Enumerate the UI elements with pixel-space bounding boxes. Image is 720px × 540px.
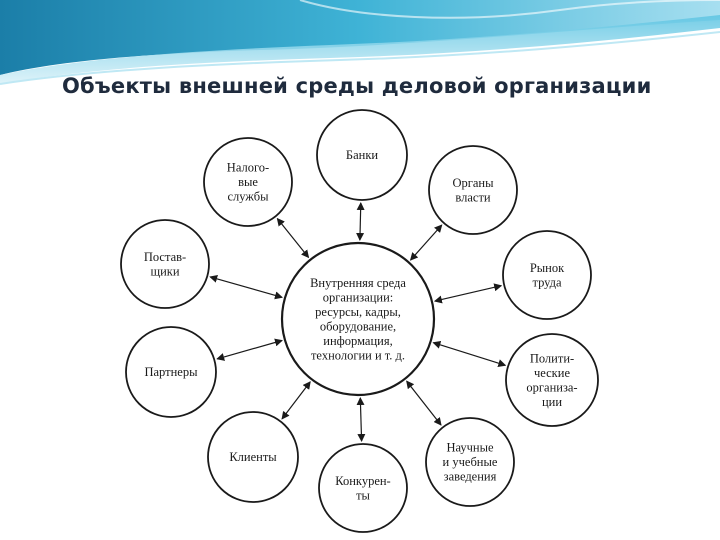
node-suppliers: Постав-щики: [120, 219, 210, 309]
svg-text:Клиенты: Клиенты: [229, 450, 277, 464]
node-label-line: и учебные: [443, 455, 498, 469]
arrow-suppliers: [209, 274, 283, 300]
node-label-line: организа-: [526, 380, 577, 394]
node-circle: [316, 109, 408, 201]
node-label-line: щики: [150, 264, 179, 278]
node-label-line: вые: [238, 175, 258, 189]
node-label-line: Рынок: [530, 261, 565, 275]
node-label-line: оборудование,: [320, 319, 396, 333]
node-circle: [318, 443, 408, 533]
arrow-authorities: [409, 224, 443, 261]
node-label-line: Конкурен-: [335, 474, 390, 488]
arrow-political-orgs: [432, 340, 507, 368]
node-label-line: заведения: [444, 470, 497, 484]
node-circle: [125, 326, 217, 418]
arrow-partners: [216, 338, 283, 361]
node-label-line: информация,: [323, 334, 392, 348]
svg-text:Партнеры: Партнеры: [144, 365, 198, 379]
node-label-line: Клиенты: [229, 450, 277, 464]
svg-text:Конкурен-ты: Конкурен-ты: [335, 474, 390, 503]
arrow-labor-market: [433, 283, 503, 304]
center-circle: [280, 241, 436, 397]
node-circle: [207, 411, 299, 503]
node-label-line: Полити-: [530, 351, 574, 365]
node-circle: [505, 333, 599, 427]
node-label-line: Партнеры: [144, 365, 198, 379]
node-circle: [425, 417, 515, 507]
node-label-line: власти: [455, 190, 491, 204]
arrow-tax-services: [276, 217, 310, 259]
node-label-line: ческие: [534, 366, 570, 380]
node-label-line: технологии и т. д.: [311, 348, 405, 362]
node-banks: Банки: [316, 109, 408, 201]
node-circle: [502, 230, 592, 320]
arrow-competitors: [356, 397, 366, 442]
svg-text:Постав-щики: Постав-щики: [144, 250, 186, 279]
node-label-line: Внутренняя среда: [310, 276, 406, 290]
node-circle: [203, 137, 293, 227]
node-label-line: Постав-: [144, 250, 186, 264]
node-label-line: Налого-: [227, 161, 269, 175]
svg-text:Банки: Банки: [346, 148, 378, 162]
connector-arrows: [209, 202, 507, 442]
node-label-line: Органы: [452, 176, 494, 190]
node-label-line: труда: [532, 275, 562, 289]
arrow-banks: [356, 202, 365, 241]
node-label-line: ресурсы, кадры,: [315, 305, 401, 319]
node-label-line: Банки: [346, 148, 378, 162]
node-partners: Партнеры: [125, 326, 217, 418]
slide-title: Объекты внешней среды деловой организаци…: [62, 74, 652, 98]
node-competitors: Конкурен-ты: [318, 443, 408, 533]
header-wave-decoration: [0, 0, 720, 85]
node-circle: [120, 219, 210, 309]
node-label-line: службы: [227, 190, 269, 204]
node-label-line: Научные: [446, 441, 494, 455]
arrow-education: [406, 380, 442, 426]
node-clients: Клиенты: [207, 411, 299, 503]
node-circle: [428, 145, 518, 235]
node-label-line: организации:: [323, 290, 394, 304]
arrow-clients: [281, 381, 311, 420]
node-label-line: ции: [542, 395, 562, 409]
node-label-line: ты: [356, 488, 370, 502]
